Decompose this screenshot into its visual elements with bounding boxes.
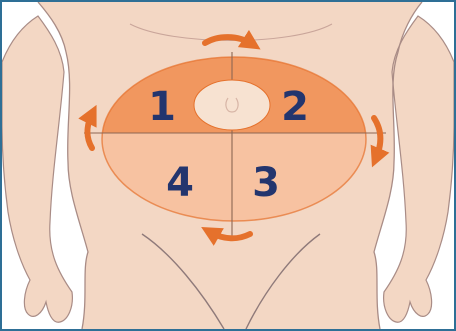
navel-area: [194, 80, 270, 130]
quadrant-3-label: 3: [252, 160, 280, 206]
quadrant-2-label: 2: [281, 84, 309, 130]
quadrant-1-label: 1: [148, 84, 176, 130]
quadrant-4-label: 4: [166, 160, 194, 206]
abdomen-injection-diagram: 1 2 3 4: [2, 2, 454, 329]
